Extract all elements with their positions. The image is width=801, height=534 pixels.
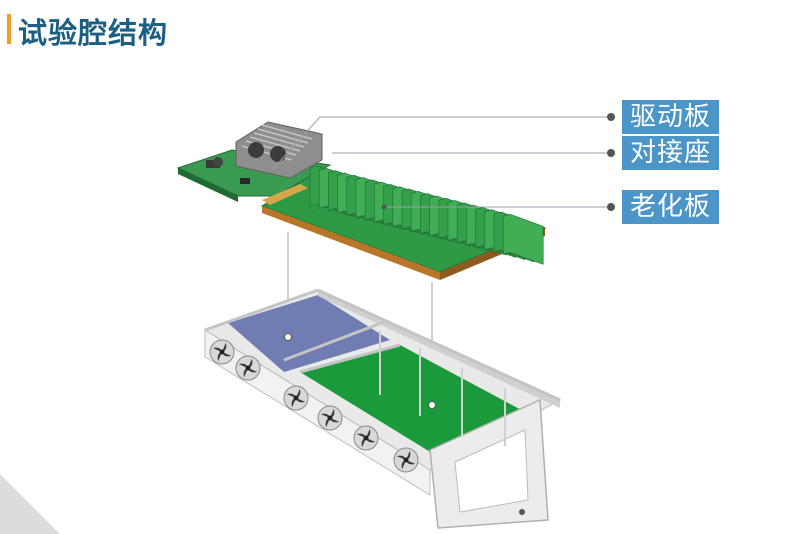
corner-decoration <box>0 474 60 534</box>
socket-strip <box>262 184 308 205</box>
leader-dots <box>381 113 615 211</box>
fans <box>209 339 419 473</box>
fan-icon <box>283 385 309 411</box>
callout-socket: 对接座 <box>622 136 720 170</box>
callout-driver-board: 驱动板 <box>622 100 720 134</box>
board-assembly <box>176 121 547 280</box>
fan-icon <box>209 339 235 365</box>
driver-board-region <box>228 295 390 372</box>
fan-icon <box>393 447 419 473</box>
fan-icon <box>353 425 379 451</box>
fan-icon <box>235 355 261 381</box>
socket-card <box>502 213 544 265</box>
callout-burnin-board: 老化板 <box>622 190 720 224</box>
driver-region-dot <box>284 333 292 341</box>
chassis <box>203 288 562 529</box>
fan-icon <box>317 405 343 431</box>
title-accent-bar <box>7 14 11 44</box>
burnin-region-dot <box>428 401 436 409</box>
page-title: 试验腔结构 <box>18 16 169 50</box>
